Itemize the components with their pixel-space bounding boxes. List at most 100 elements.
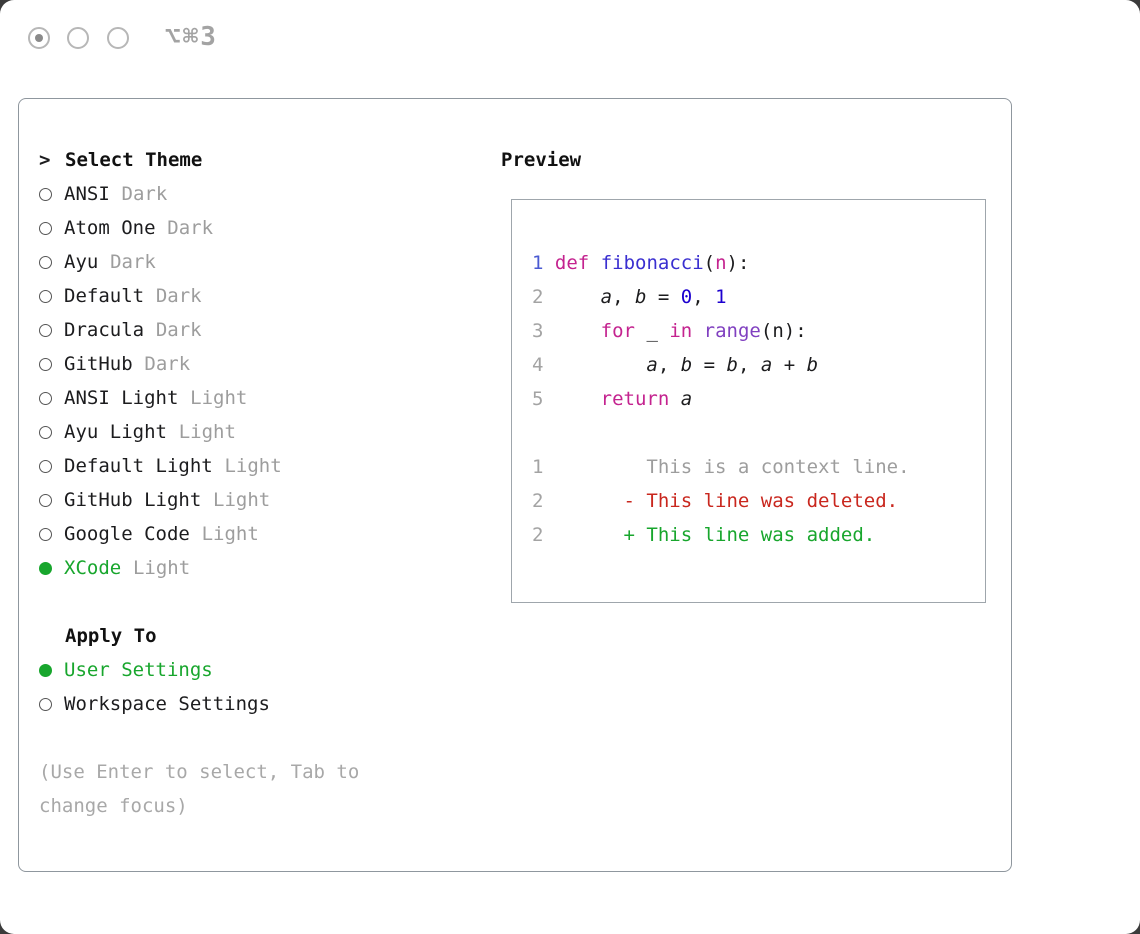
theme-variant: Light (132, 557, 191, 579)
code-token-pl: , (692, 286, 716, 308)
code-token-pl (555, 286, 601, 308)
radio-icon (39, 391, 52, 405)
code-token-pl (669, 388, 680, 410)
line-number: 2 (532, 490, 544, 512)
apply-option-label: Workspace Settings (64, 693, 270, 715)
apply-option-workspace-settings[interactable]: Workspace Settings (39, 687, 391, 721)
code-line: 1 This is a context line. (532, 450, 977, 484)
theme-name: ANSI (64, 183, 110, 205)
theme-variant: Dark (155, 319, 202, 341)
code-token-kw: def (554, 252, 590, 274)
code-token-pl (692, 320, 703, 342)
radio-icon (39, 323, 52, 337)
code-token-call: range (703, 320, 761, 342)
apply-option-user-settings[interactable]: User Settings (39, 653, 391, 687)
line-number: 3 (532, 320, 544, 342)
window-control-icon[interactable] (107, 27, 129, 49)
code-token-pl: (n): (760, 320, 807, 342)
line-number: 4 (532, 354, 544, 376)
theme-name: Dracula (64, 319, 145, 341)
theme-option-default-light[interactable]: Default Light Light (39, 449, 391, 483)
theme-name: XCode (64, 557, 122, 579)
theme-name: Ayu (64, 251, 99, 273)
code-token-pl: ( (703, 252, 716, 274)
code-token-var: a (760, 354, 773, 376)
radio-icon (39, 493, 52, 507)
theme-variant: Dark (155, 285, 202, 307)
select-theme-title: Select Theme (65, 149, 203, 171)
code-line: 2 + This line was added. (532, 518, 977, 552)
code-token-pl (555, 354, 647, 376)
code-line: 4 a, b = b, a + b (532, 348, 977, 382)
keyboard-shortcut-label: ⌥⌘3 (165, 22, 218, 52)
theme-option-dracula[interactable]: Dracula Dark (39, 313, 391, 347)
code-token-pl: , (612, 286, 636, 308)
theme-option-xcode[interactable]: XCode Light (39, 551, 391, 585)
code-token-pl: + (772, 354, 807, 376)
radio-icon (39, 697, 52, 711)
code-token-var: b (680, 354, 693, 376)
code-token-pl (555, 388, 601, 410)
radio-icon (39, 527, 52, 541)
line-number: 1 (532, 252, 544, 274)
code-token-prm: n (715, 252, 727, 274)
theme-name: GitHub Light (64, 489, 202, 511)
radio-icon (39, 255, 52, 269)
theme-name: ANSI Light (64, 387, 179, 409)
radio-icon (39, 357, 52, 371)
code-token-pl (589, 252, 600, 274)
line-number: 2 (532, 524, 544, 546)
theme-variant: Dark (121, 183, 168, 205)
select-theme-header: > Select Theme (39, 143, 391, 177)
radio-icon (39, 425, 52, 439)
theme-option-ansi[interactable]: ANSI Dark (39, 177, 391, 211)
theme-name: GitHub (64, 353, 133, 375)
theme-option-github-light[interactable]: GitHub Light Light (39, 483, 391, 517)
theme-variant: Dark (167, 217, 214, 239)
code-line: 3 for _ in range(n): (532, 314, 977, 348)
prompt-caret-icon: > (39, 149, 51, 171)
code-token-var: b (635, 286, 647, 308)
code-token-kw: return (600, 388, 670, 410)
radio-icon (39, 187, 52, 201)
code-token-var: a (680, 388, 693, 410)
code-token-ctx: This is a context line. (554, 456, 910, 478)
code-token-var: a (646, 354, 658, 376)
theme-name: Default (64, 285, 145, 307)
theme-option-default[interactable]: Default Dark (39, 279, 391, 313)
apply-to-title: Apply To (65, 625, 157, 647)
code-line: 2 a, b = 0, 1 (532, 280, 977, 314)
line-number: 1 (532, 456, 544, 478)
radio-icon (39, 459, 52, 473)
code-token-pl: , (738, 354, 761, 376)
theme-variant: Dark (110, 251, 156, 273)
radio-icon (39, 289, 52, 303)
theme-option-ayu[interactable]: Ayu Dark (39, 245, 391, 279)
code-token-kw: for (600, 320, 635, 342)
line-number: 2 (532, 286, 544, 308)
theme-name: Default Light (64, 455, 213, 477)
code-line (532, 416, 977, 450)
theme-name: Google Code (64, 523, 190, 545)
theme-variant: Light (213, 489, 271, 511)
radio-selected-icon (39, 561, 52, 575)
apply-option-label: User Settings (64, 659, 213, 681)
window-control-icon[interactable] (67, 27, 89, 49)
code-token-pl: , (657, 354, 681, 376)
window-control-active-icon[interactable] (28, 27, 50, 49)
usage-hint: (Use Enter to select, Tab to change focu… (39, 761, 360, 817)
theme-variant: Light (224, 455, 282, 477)
code-token-pl: = (692, 354, 727, 376)
code-token-num: 0 (680, 286, 693, 308)
